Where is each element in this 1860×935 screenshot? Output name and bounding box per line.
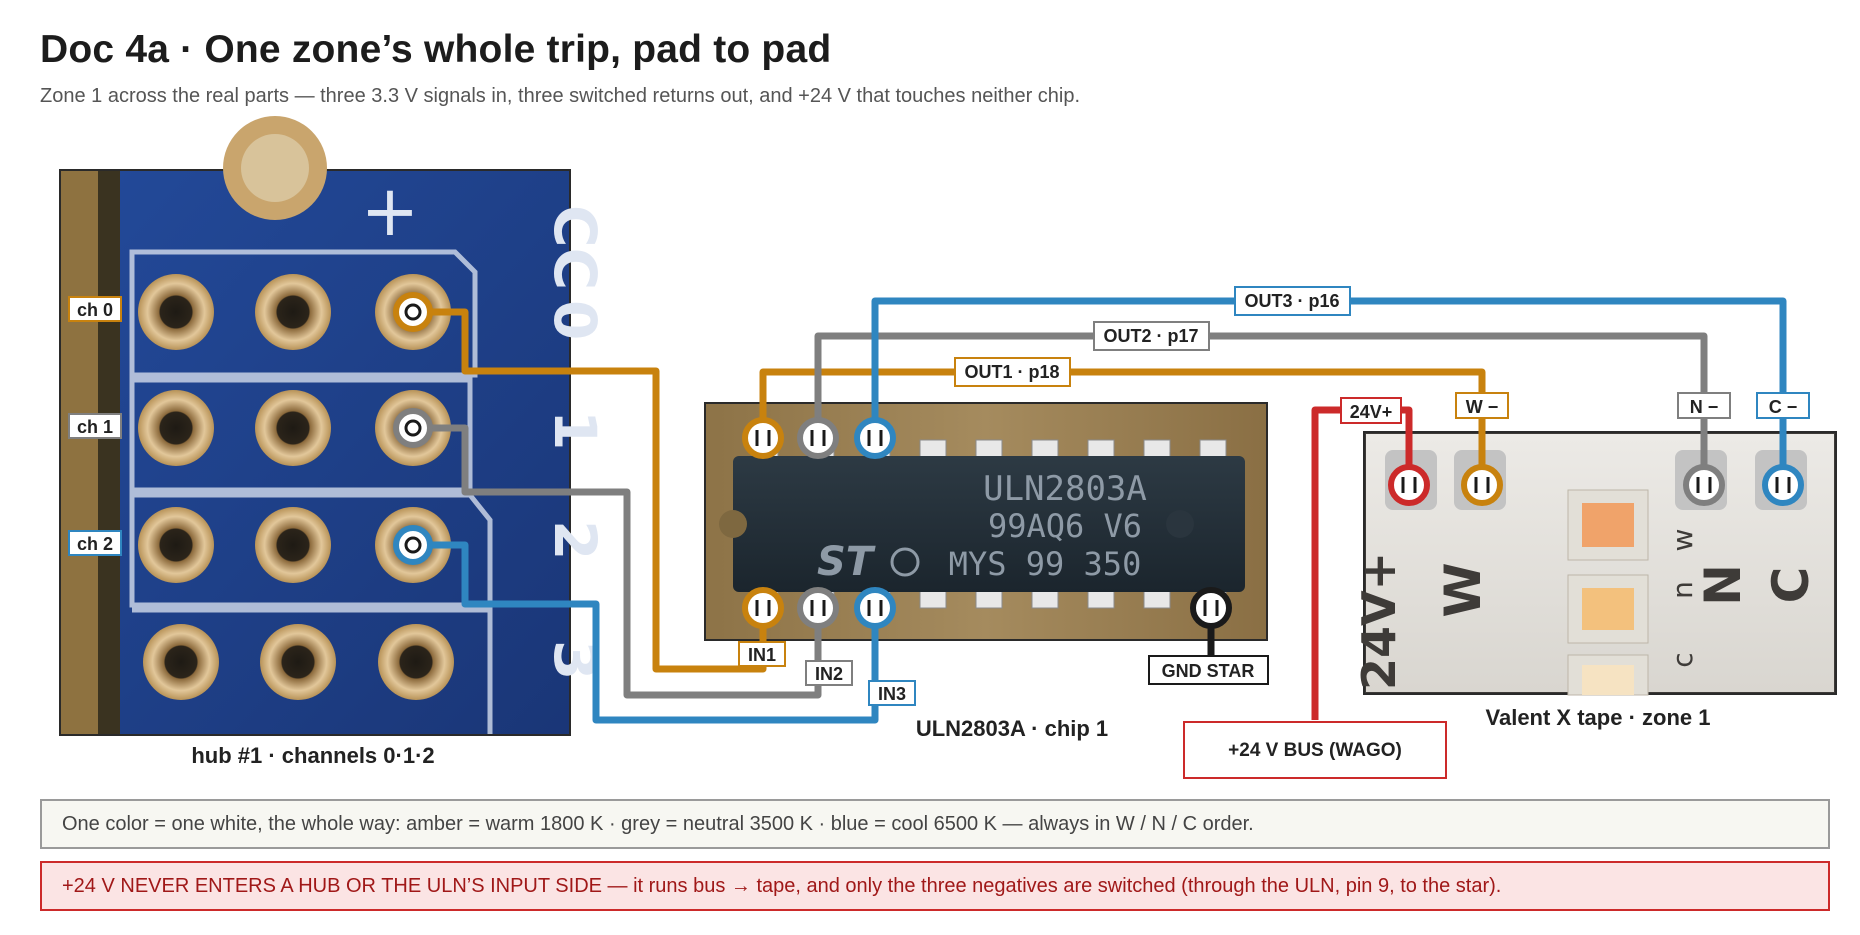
chip-marking-line3: MYS 99 350 xyxy=(949,545,1142,583)
warning-note: +24 V NEVER ENTERS A HUB OR THE ULN’S IN… xyxy=(40,861,1830,911)
chip-caption: ULN2803A · chip 1 xyxy=(916,716,1108,741)
hub-label-ch1: ch 1 xyxy=(77,417,113,437)
color-legend-note: One color = one white, the whole way: am… xyxy=(40,799,1830,849)
wire-out1-w xyxy=(759,368,1486,480)
hub-board: + CC 0 1 2 3 xyxy=(59,116,609,736)
tape-silk-c-small: c xyxy=(1666,652,1699,667)
tape-label-n: N − xyxy=(1690,397,1719,417)
bus-label: +24 V BUS (WAGO) xyxy=(1228,740,1402,761)
chip-pin-in1 xyxy=(742,587,784,629)
page-subtitle: Zone 1 across the real parts — three 3.3… xyxy=(40,85,1081,107)
wire-ch1-in2 xyxy=(413,424,822,699)
tape-pad-c xyxy=(1762,464,1804,506)
hub-silk-plus: + xyxy=(361,170,420,252)
tape-silk-n-small: n xyxy=(1666,581,1699,599)
chip-label-in1: IN1 xyxy=(748,645,776,665)
hub-label-ch0: ch 0 xyxy=(77,300,113,320)
e3-mark-icon xyxy=(890,547,920,577)
hub-silk-1: 1 xyxy=(541,410,609,450)
chip-label-in2: IN2 xyxy=(815,664,843,684)
tape-label-c: C − xyxy=(1769,397,1798,417)
chip-pin-out2 xyxy=(797,417,839,459)
chip-label-in3: IN3 xyxy=(878,684,906,704)
tape-pad-n xyxy=(1683,464,1725,506)
hub-caption: hub #1 · channels 0·1·2 xyxy=(191,743,434,768)
hub-silk-2: 2 xyxy=(541,520,609,560)
tape-label-24v: 24V+ xyxy=(1350,402,1393,422)
hub-pads xyxy=(138,274,454,700)
chip-photo: ULN2803A 99AQ6 V6 ST MYS 99 350 xyxy=(704,402,1268,641)
wire-ch2-in3 xyxy=(413,541,879,724)
tape-silk-n: N xyxy=(1694,564,1752,606)
bus-box xyxy=(1183,721,1447,779)
tape-silk-w-small: w xyxy=(1666,529,1699,552)
tape-pad-w xyxy=(1461,464,1503,506)
hub-silk-cc: CC xyxy=(541,205,609,290)
hub-pad-ch1 xyxy=(393,408,433,448)
tape-silk-c: C xyxy=(1762,567,1820,604)
wiring-diagram: + CC 0 1 2 3 xyxy=(59,116,1837,779)
tape-silk-24v: 24V+ xyxy=(1352,552,1406,690)
page-title: Doc 4a · One zone’s whole trip, pad to p… xyxy=(40,28,832,71)
hub-pad-ch0 xyxy=(393,292,433,332)
hub-silk-0: 0 xyxy=(541,300,609,340)
chip-pin-in3 xyxy=(854,587,896,629)
tape-photo: 24V+ W w n c N C xyxy=(1352,431,1837,696)
chip-pin-gnd xyxy=(1190,587,1232,629)
chip-pin-out1 xyxy=(742,417,784,459)
chip-marking-line2: 99AQ6 V6 xyxy=(988,507,1142,545)
tape-caption: Valent X tape · zone 1 xyxy=(1486,705,1711,730)
chip-label-gnd: GND STAR xyxy=(1162,661,1255,681)
chip-label-out2: OUT2 · p17 xyxy=(1103,326,1198,346)
chip-label-out3: OUT3 · p16 xyxy=(1244,291,1339,311)
pad-markers xyxy=(393,292,1804,629)
chip-label-out1: OUT1 · p18 xyxy=(964,362,1059,382)
chip-pin-out3 xyxy=(854,417,896,459)
hub-pad-ch2 xyxy=(393,525,433,565)
chip-marking-line1: ULN2803A xyxy=(983,469,1147,509)
tape-label-w: W − xyxy=(1466,397,1499,417)
tape-silk-w: W xyxy=(1434,562,1492,617)
tape-pad-24v xyxy=(1388,464,1430,506)
chip-logo: ST xyxy=(817,539,876,585)
chip-pin-in2 xyxy=(797,587,839,629)
wire-ch0-in1 xyxy=(413,308,767,673)
hub-label-ch2: ch 2 xyxy=(77,534,113,554)
